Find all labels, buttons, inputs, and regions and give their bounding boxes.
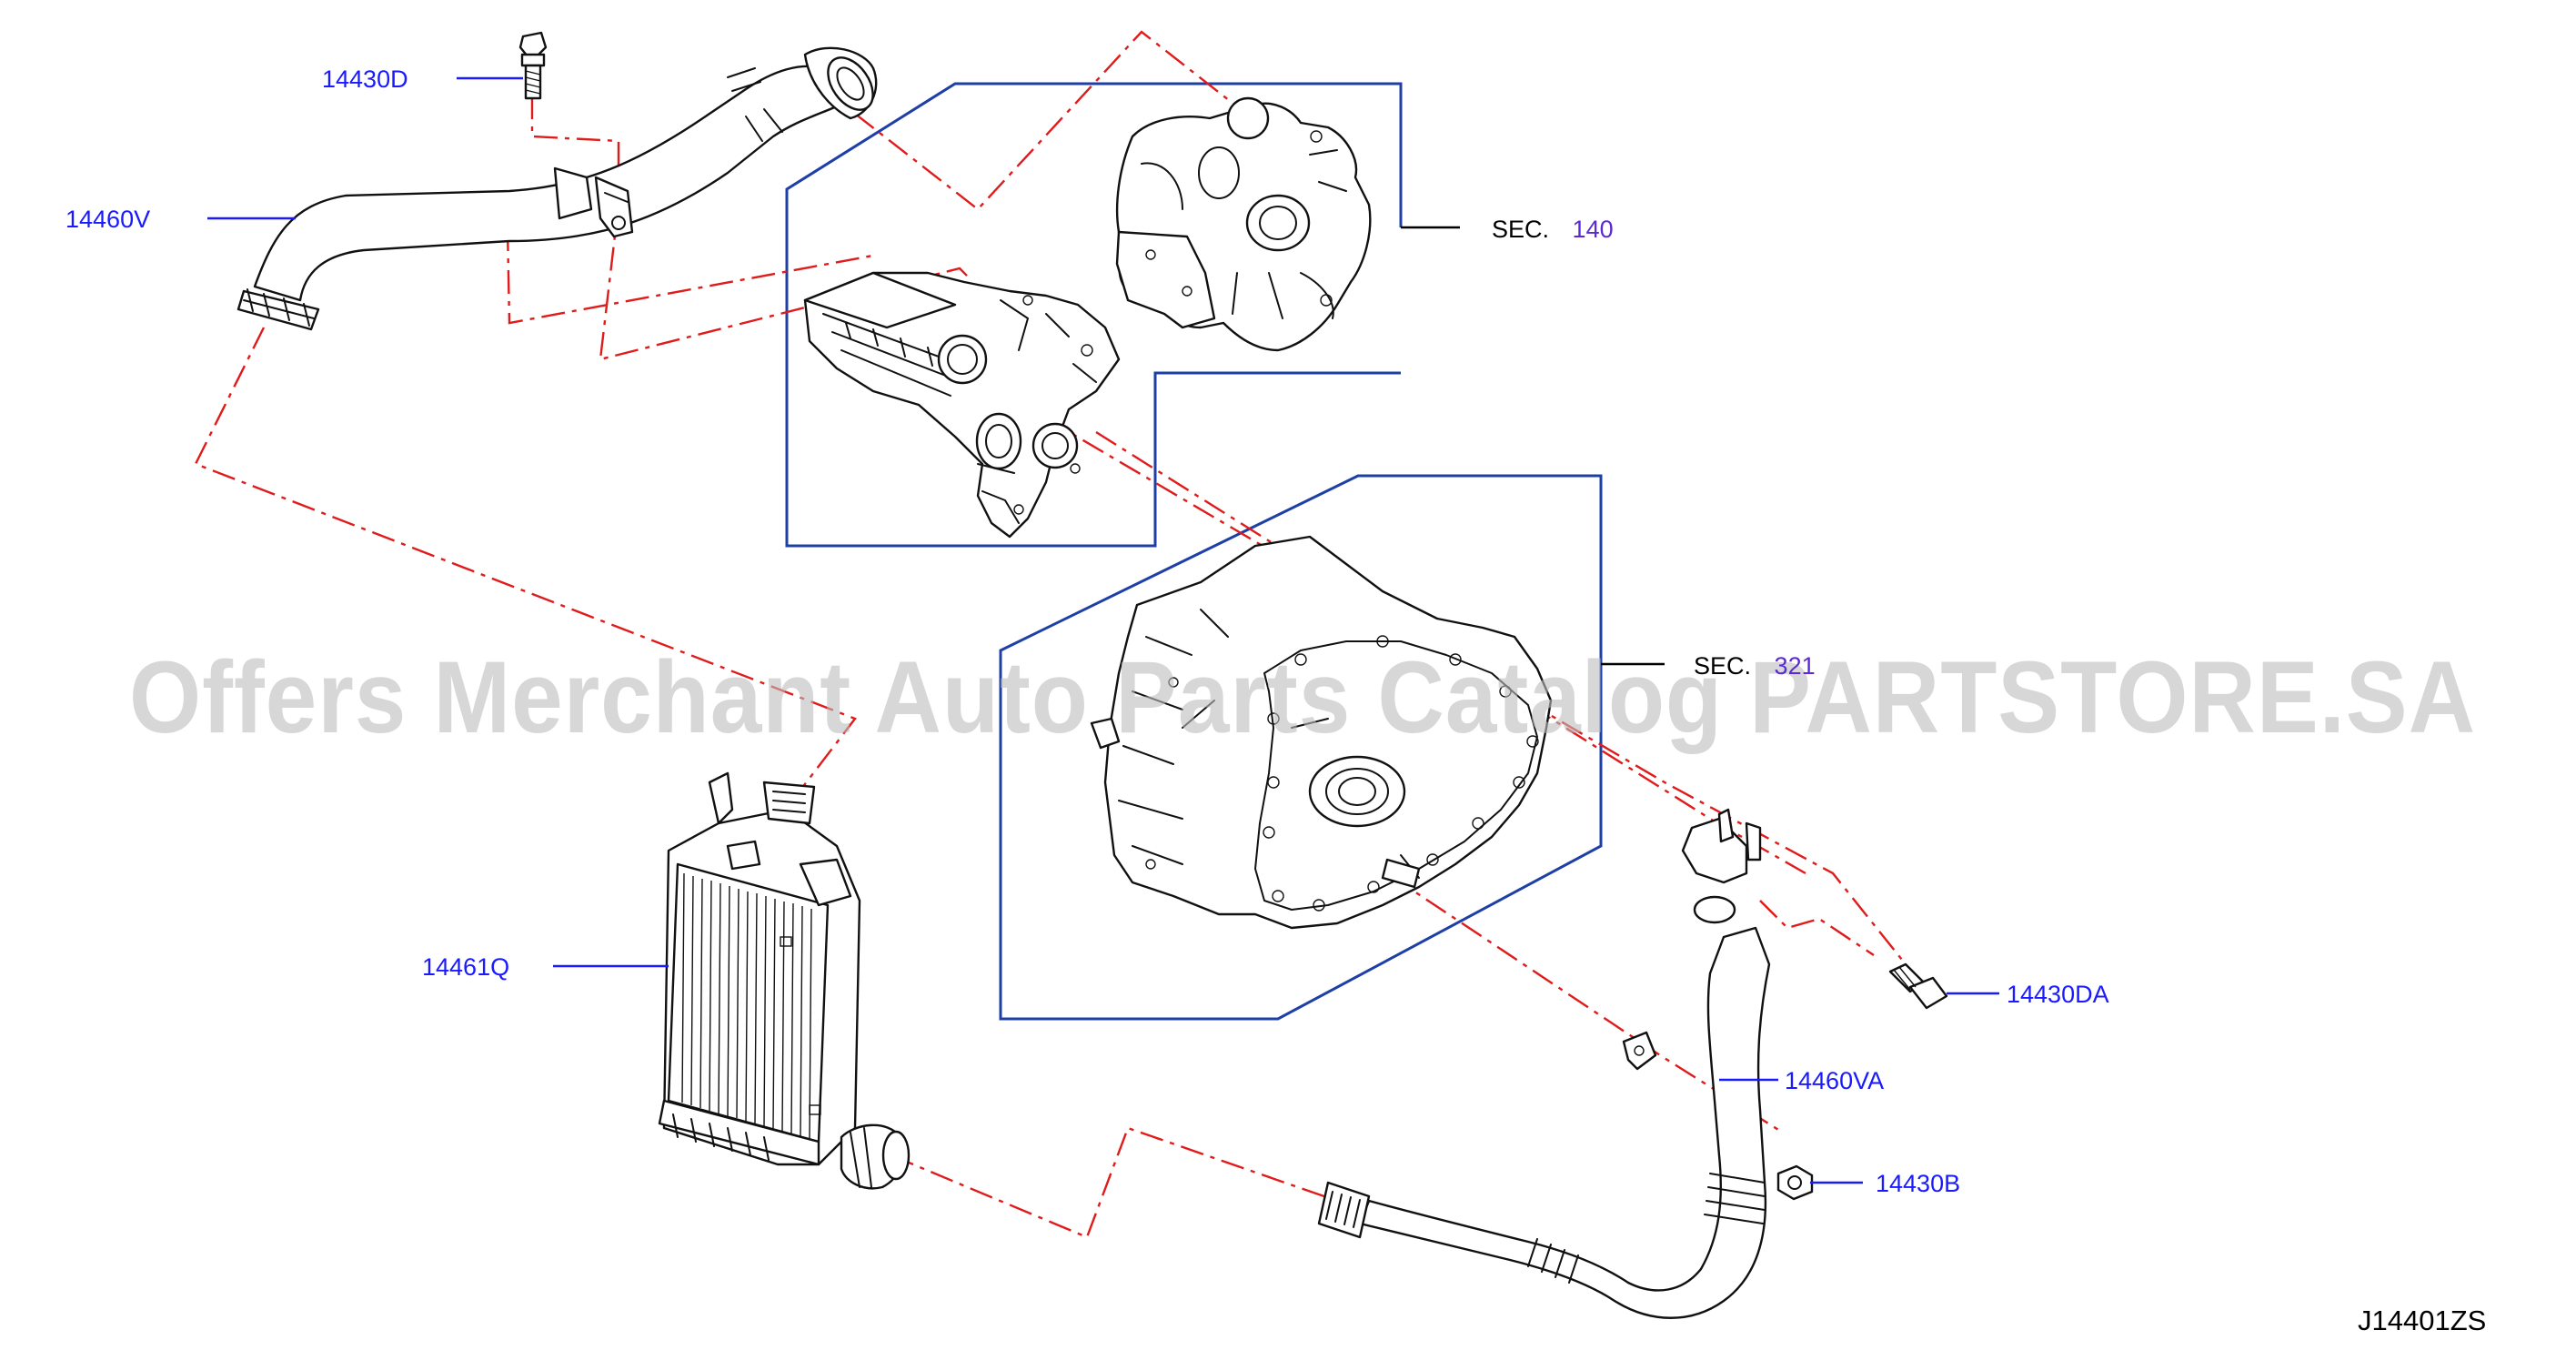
watermark: Offers Merchant Auto Parts Catalog PARTS… [129,640,2476,754]
part-label-14460VA[interactable]: 14460VA [1785,1067,1884,1094]
intercooler-14461Q [658,771,911,1190]
section-number-turbo: 140 [1573,216,1614,243]
section-box-transmission [999,474,1603,1021]
part-label-14461Q[interactable]: 14461Q [422,953,509,981]
part-label-14460V[interactable]: 14460V [65,206,150,233]
connection-line-lower-bracket [1759,900,1875,956]
connection-line-bracket-to-manifold-1 [506,227,879,325]
connection-line-bracket-to-manifold-2 [599,204,970,361]
part-label-14430B[interactable]: 14430B [1876,1170,1960,1197]
turbocharger-assembly [1115,96,1372,352]
nut-14430B [1776,1164,1814,1201]
bolt-14430D [518,31,548,100]
section-ref-turbo[interactable]: SEC. 140 [1492,216,1614,243]
upper-air-duct-14460V [236,46,878,331]
section-prefix-transmission: SEC. [1694,652,1751,680]
part-label-14430DA[interactable]: 14430DA [2007,981,2109,1008]
connection-line-upper-pipe-to-intercooler [194,327,857,797]
section-box-turbo [785,82,1403,548]
leader-lines [207,76,1999,1184]
intake-manifold-assembly [803,271,1121,539]
section-number-transmission: 321 [1775,652,1816,680]
section-prefix-turbo: SEC. [1492,216,1549,243]
connection-line-upper-pipe-to-turbo [854,30,1247,211]
transmission-housing [1090,535,1553,930]
lower-air-duct-14460VA [1317,808,1771,1319]
diagram-code: J14401ZS [2358,1305,2486,1336]
section-ref-transmission[interactable]: SEC. 321 [1694,652,1816,680]
part-label-14430D[interactable]: 14430D [322,65,408,93]
bolt-14430DA [1888,962,1948,1010]
connection-line-lower-pipe-to-intercooler [891,1126,1338,1239]
